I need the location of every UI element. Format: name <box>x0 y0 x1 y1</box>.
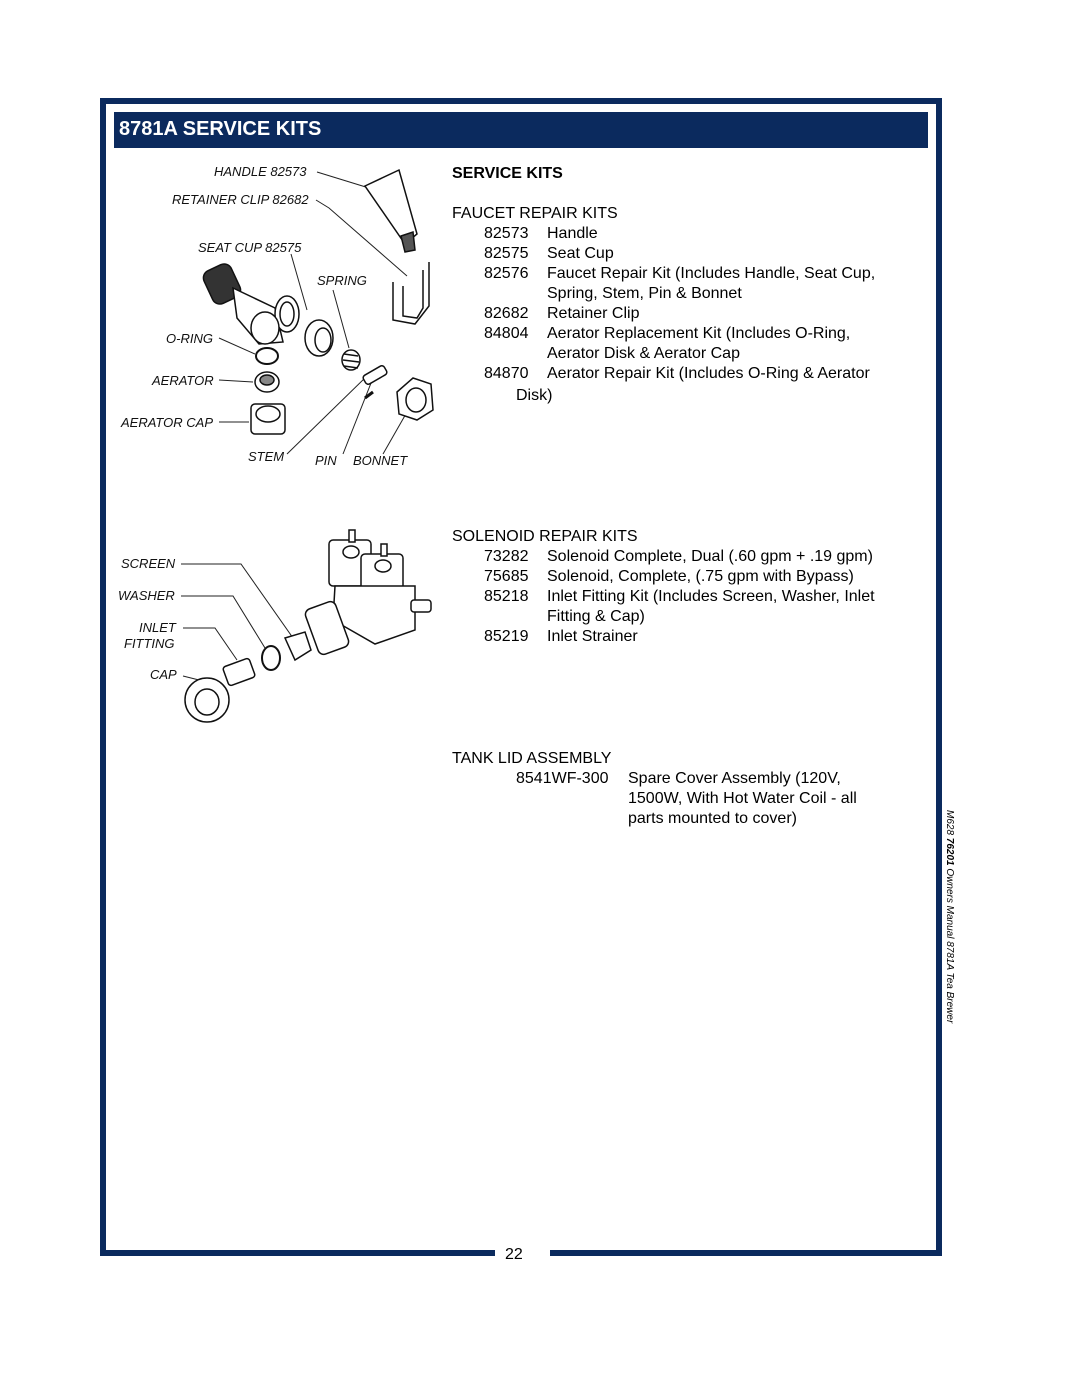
cap-label: CAP <box>150 667 177 682</box>
part-code: 82576 <box>484 265 529 282</box>
part-description: Solenoid, Complete, (.75 gpm with Bypass… <box>547 568 854 585</box>
bonnet-label: BONNET <box>353 453 408 468</box>
side-document-note: M628 76201 Owners Manual 8781A Tea Brewe… <box>944 810 955 1023</box>
side-note-prefix: M628 <box>944 810 955 838</box>
seat-cup-label: SEAT CUP 82575 <box>198 240 302 255</box>
part-description: Handle <box>547 225 598 242</box>
fitting-label: FITTING <box>124 636 175 651</box>
tank-description-line: parts mounted to cover) <box>628 810 797 827</box>
aerator-cap-label: AERATOR CAP <box>120 415 213 430</box>
spring-label: SPRING <box>317 273 367 288</box>
part-code: 82575 <box>484 245 529 262</box>
side-note-rest: Owners Manual 8781A Tea Brewer <box>944 865 955 1024</box>
part-description: Aerator Replacement Kit (Includes O-Ring… <box>547 325 851 342</box>
bonnet-part <box>396 377 434 421</box>
screen-label: SCREEN <box>121 556 176 571</box>
aerator-label: AERATOR <box>151 373 214 388</box>
part-description: Inlet Strainer <box>547 628 638 645</box>
service-kits-heading: SERVICE KITS <box>452 165 563 182</box>
screen-part <box>283 631 312 662</box>
frame-left-border <box>100 98 106 1256</box>
part-description: Seat Cup <box>547 245 614 262</box>
frame-bottom-left-border <box>100 1250 495 1256</box>
tank-section-title: TANK LID ASSEMBLY <box>452 750 612 767</box>
stem-label: STEM <box>248 449 284 464</box>
part-code: 82573 <box>484 225 529 242</box>
part-description: Aerator Repair Kit (Includes O-Ring & Ae… <box>547 365 870 382</box>
solenoid-leader-lines <box>181 563 294 681</box>
page-title: 8781A SERVICE KITS <box>119 118 322 140</box>
tank-description-line: 1500W, With Hot Water Coil - all <box>628 790 857 807</box>
inlet-fitting-part <box>222 657 256 687</box>
spring-part <box>341 349 361 371</box>
frame-bottom-right-border <box>550 1250 942 1256</box>
frame-right-border <box>936 98 942 1256</box>
pin-label: PIN <box>315 453 337 468</box>
part-description: Solenoid Complete, Dual (.60 gpm + .19 g… <box>547 548 873 565</box>
aerator-cap-part <box>250 403 286 435</box>
cap-part <box>184 677 230 723</box>
part-code: 84870 <box>484 365 529 382</box>
side-note-bold: 76201 <box>944 837 955 866</box>
faucet-exploded-diagram: HANDLE 82573 RETAINER CLIP 82682 SEAT CU… <box>120 164 434 468</box>
faucet-wrap-line: Disk) <box>516 387 553 404</box>
solenoid-section-title: SOLENOID REPAIR KITS <box>452 528 638 545</box>
valve-body-part <box>304 529 432 656</box>
washer-label: WASHER <box>118 588 175 603</box>
part-description: Inlet Fitting Kit (Includes Screen, Wash… <box>547 588 875 605</box>
faucet-body-part <box>202 263 300 345</box>
handle-label: HANDLE 82573 <box>214 164 307 179</box>
part-description: Spring, Stem, Pin & Bonnet <box>547 285 742 302</box>
frame-top-border <box>100 98 942 104</box>
part-description: Retainer Clip <box>547 305 640 322</box>
stem-pin-part <box>362 365 388 400</box>
page-number: 22 <box>505 1246 523 1263</box>
part-code: 84804 <box>484 325 529 342</box>
title-banner <box>114 112 928 148</box>
seat-cup-part <box>304 319 334 357</box>
handle-part <box>363 168 418 253</box>
part-code: 82682 <box>484 305 529 322</box>
retainer-clip-label: RETAINER CLIP 82682 <box>172 192 309 207</box>
faucet-section-title: FAUCET REPAIR KITS <box>452 205 618 222</box>
part-code: 73282 <box>484 548 529 565</box>
part-description: Aerator Disk & Aerator Cap <box>547 345 740 362</box>
part-code: 75685 <box>484 568 529 585</box>
part-description: Faucet Repair Kit (Includes Handle, Seat… <box>547 265 876 282</box>
retainer-clip-part <box>392 262 430 325</box>
inlet-label: INLET <box>139 620 177 635</box>
part-description: Fitting & Cap) <box>547 608 645 625</box>
aerator-part <box>254 371 280 393</box>
part-code: 85219 <box>484 628 529 645</box>
tank-description-line: Spare Cover Assembly (120V, <box>628 770 841 787</box>
part-code: 85218 <box>484 588 529 605</box>
tank-part-code: 8541WF-300 <box>516 770 609 787</box>
solenoid-exploded-diagram: SCREEN WASHER INLET FITTING CAP <box>118 529 432 723</box>
o-ring-label: O-RING <box>166 331 213 346</box>
washer-part <box>261 645 281 671</box>
o-ring-part <box>255 347 279 365</box>
leader-lines <box>218 171 408 455</box>
